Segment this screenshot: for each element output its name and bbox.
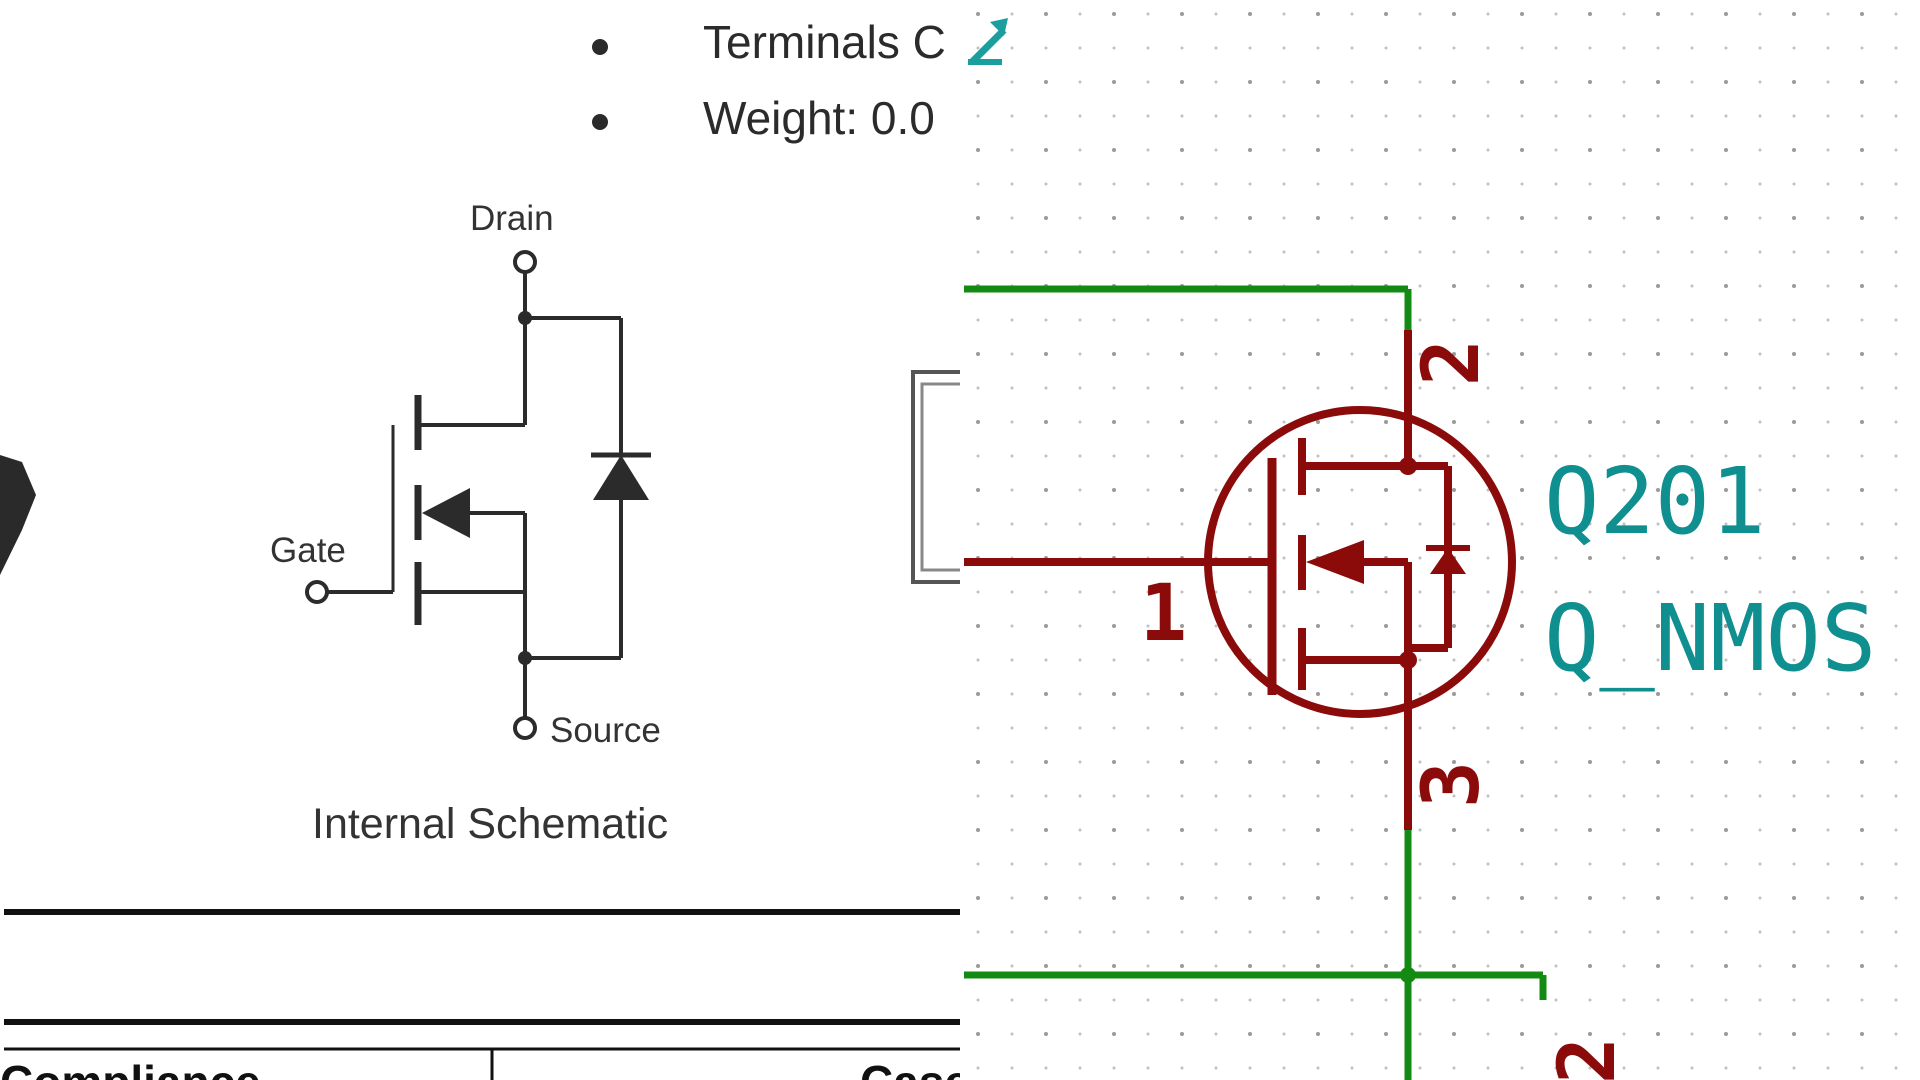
bullet-weight: Weight: 0.0 [703,92,935,144]
diode-triangle-icon [1430,548,1466,574]
table-header-compliance: Compliance [0,1056,261,1080]
dot-grid [964,0,1920,1080]
source-label: Source [550,711,661,750]
drain-terminal [513,250,537,274]
junction-dot [1400,967,1416,983]
gate-label: Gate [270,531,346,570]
junction-dot [1399,651,1417,669]
value-field[interactable]: Q_NMOS [1544,585,1876,692]
datasheet-svg: Terminals C Weight: 0.0 [0,16,960,1080]
junction-dot [518,311,532,325]
table-header-case: Case [860,1056,960,1080]
internal-schematic [305,250,623,740]
nmos-symbol [964,330,1516,830]
wires [964,285,1547,1080]
package-outline-inner [920,382,960,572]
schematic-caption: Internal Schematic [312,800,668,848]
product-image-fragment [0,455,36,575]
body-arrow-icon [1306,540,1364,584]
kicad-svg: 1 2 3 2 Q201 Q_NMOS [964,0,1920,1080]
pin-number-gate: 1 [1140,569,1187,659]
bullet-icon [592,39,608,55]
package-outline [911,370,960,584]
junction-dot [1399,457,1417,475]
bullet-icon [592,114,608,130]
gate-terminal [305,580,329,604]
pin-number-other: 2 [1543,1037,1633,1080]
diode-triangle-icon [593,455,649,500]
arrow-expand-icon[interactable] [964,14,1010,66]
pin-number-source: 3 [1407,761,1497,808]
source-terminal [513,716,537,740]
bullet-terminals: Terminals C [703,16,946,68]
reference-field[interactable]: Q201 [1544,448,1766,555]
body-arrow-icon [422,488,470,538]
kicad-panel: 1 2 3 2 Q201 Q_NMOS [964,0,1920,1080]
pin-number-drain: 2 [1407,339,1497,386]
drain-label: Drain [470,199,554,238]
junction-dot [518,651,532,665]
datasheet-panel: Terminals C Weight: 0.0 [0,16,960,1080]
panel-divider [960,0,964,1080]
